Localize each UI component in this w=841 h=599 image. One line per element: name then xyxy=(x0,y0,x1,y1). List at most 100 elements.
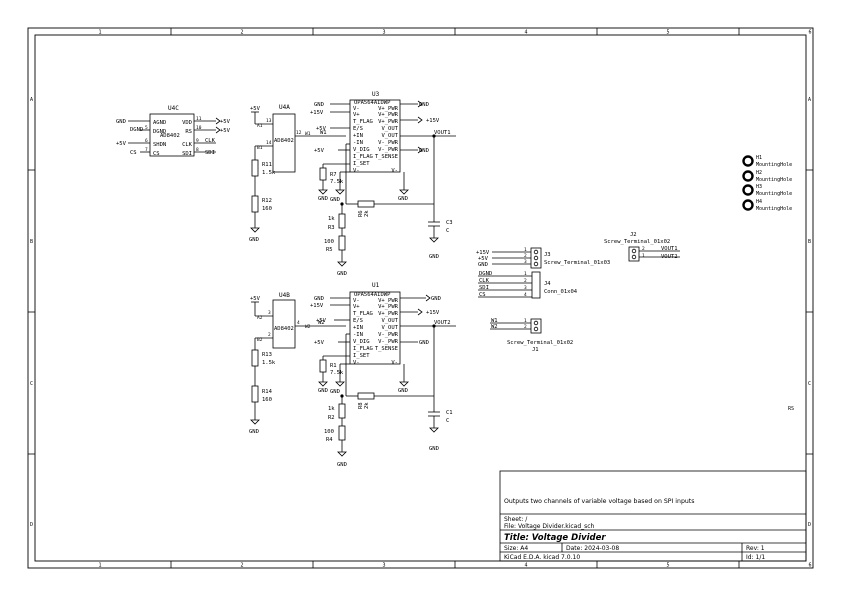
u3-pin-i-set: I_SET xyxy=(353,161,370,167)
u3-pin-minus-in: -IN xyxy=(353,140,363,146)
r6-value: 2k xyxy=(364,210,370,217)
r4-ref: R4 xyxy=(326,437,333,443)
h3-value: MountingHole xyxy=(756,191,792,197)
frame-col-6-bottom: 6 xyxy=(808,563,811,569)
j4-symbol xyxy=(478,271,541,299)
u3-pin-vout-1: V_OUT xyxy=(381,126,398,132)
u3-net-15v-right: +15V xyxy=(426,118,440,124)
r11-ref: R11 xyxy=(262,162,272,168)
h3-ref: H3 xyxy=(756,184,762,190)
j4-pin-4: 4 xyxy=(524,292,527,298)
u4c-pin-clk: CLK xyxy=(182,142,193,148)
r8-value: 2k xyxy=(364,402,370,409)
mounting-hole-h1 xyxy=(742,155,754,167)
u4a-pin-a: A1 xyxy=(257,123,263,129)
u4c-pin-num-dgnd: 5 xyxy=(145,125,148,131)
u1-pin-i-set: I_SET xyxy=(353,353,370,359)
u4c-pin-num-rs: 10 xyxy=(196,125,202,131)
u1-net-vout2: VOUT2 xyxy=(434,320,451,326)
u1-net-15v-right: +15V xyxy=(426,310,440,316)
u1-pin-i-flag: I_FLAG xyxy=(353,346,373,352)
j2-value: Screw_Terminal_01x02 xyxy=(604,239,670,245)
u1-pin-vpwr-1: V+_PWR xyxy=(378,298,399,304)
u4c-pin-num-shdn: 6 xyxy=(145,138,148,144)
u1-pin-v-minus-1: V- xyxy=(353,298,360,304)
u4a-num-b: 14 xyxy=(266,140,272,146)
u3-pin-vmpwr-1: V-_PWR xyxy=(378,140,399,146)
u3-net-gnd: GND xyxy=(314,102,324,108)
r3-ref: R3 xyxy=(328,225,335,231)
u1-pin-t-flag: T_FLAG xyxy=(353,311,373,317)
u1-pin-t-sense: T_SENSE xyxy=(375,346,398,352)
r13-value: 1.5k xyxy=(262,360,276,366)
u3-ref: U3 xyxy=(372,91,380,98)
u4b-pin-a: A2 xyxy=(257,315,263,321)
u1-value: OPA564AIDWP xyxy=(354,292,391,298)
j3-value: Screw_Terminal_01x03 xyxy=(544,260,610,266)
u4c-net-sdi: SDI xyxy=(205,150,215,156)
frame-col-5-top: 5 xyxy=(666,30,669,36)
u4a-num-w: 12 xyxy=(296,130,302,136)
u4b-net-gnd: GND xyxy=(249,429,259,435)
mounting-hole-h2 xyxy=(742,170,754,182)
c3-ref: C3 xyxy=(446,220,453,226)
frame-col-2-top: 2 xyxy=(240,30,243,36)
r5-ref: R5 xyxy=(326,247,333,253)
u4c-pin-vdd: VDD xyxy=(182,120,192,126)
j1-ref: J1 xyxy=(532,347,539,353)
u1-pin-v-dig: V_DIG xyxy=(353,339,370,345)
u1-net-5v-dig: +5V xyxy=(314,340,325,346)
h4-value: MountingHole xyxy=(756,206,792,212)
u3-pin-vmpwr-2: V-_PWR xyxy=(378,147,399,153)
j4-pin-3: 3 xyxy=(524,285,527,291)
loose-net-label-rs: RS xyxy=(788,406,794,412)
u3-net-5v: +5V xyxy=(316,126,327,132)
frame-col-4-bottom: 4 xyxy=(524,563,527,569)
u1-pin-v-minus-r: V- xyxy=(391,360,398,366)
u3-symbol xyxy=(318,99,456,267)
u1-net-15v: +15V xyxy=(310,303,324,309)
frame-col-1-bottom: 1 xyxy=(98,563,101,569)
r12-ref: R12 xyxy=(262,198,272,204)
u3-pin-v-minus-r: V- xyxy=(391,168,398,174)
u1-pin-vpwr-3: V+_PWR xyxy=(378,311,399,317)
u1-pin-vpwr-2: V+_PWR xyxy=(378,304,399,310)
frame-row-c-left: C xyxy=(30,381,33,387)
u1-net-gnd-right-2: GND xyxy=(419,340,429,346)
u3-pin-vout-2: V_OUT xyxy=(381,133,398,139)
u4b-value: AD8402 xyxy=(274,326,294,332)
u4c-pin-rs: RS xyxy=(185,129,192,135)
title-block-description: Outputs two channels of variable voltage… xyxy=(504,498,694,505)
title-block-date: Date: 2024-03-08 xyxy=(566,545,619,552)
u4b-num-b: 2 xyxy=(268,332,271,338)
mounting-hole-h4 xyxy=(742,199,754,211)
r14-ref: R14 xyxy=(262,389,273,395)
frame-row-c-right: C xyxy=(808,381,811,387)
j2-pin-1: 1 xyxy=(642,253,645,259)
u3-gnd-sense: GND xyxy=(398,196,408,202)
h2-ref: H2 xyxy=(756,170,762,176)
u3-pin-v-minus-1: V- xyxy=(353,106,360,112)
u4c-pin-num-vdd: 11 xyxy=(196,116,202,122)
c3-value: C xyxy=(446,228,449,234)
r7-value: 7.5k xyxy=(330,179,344,185)
u4a-net-w: W1 xyxy=(320,130,327,136)
u4b-net-5v: +5V xyxy=(250,296,261,302)
u4a-ref: U4A xyxy=(279,104,290,111)
j1-net-w1: W1 xyxy=(491,318,498,324)
h1-value: MountingHole xyxy=(756,162,792,168)
u3-net-gnd-right: GND xyxy=(419,102,429,108)
u3-gnd-vminus: GND xyxy=(330,197,340,203)
u4a-num-a: 13 xyxy=(266,118,272,124)
frame-row-a-right: A xyxy=(808,97,811,103)
u4c-value: AD8402 xyxy=(160,133,180,139)
j1-value: Screw_Terminal_01x02 xyxy=(507,340,573,346)
u3-gnd-c3: GND xyxy=(429,254,439,260)
u1-net-gnd-right: GND xyxy=(431,296,441,302)
u4c-net-clk: CLK xyxy=(205,138,216,144)
frame-col-2-bottom: 2 xyxy=(240,563,243,569)
u1-pin-vout-2: V_OUT xyxy=(381,325,398,331)
frame-col-1-top: 1 xyxy=(98,30,101,36)
u3-net-15v: +15V xyxy=(310,110,324,116)
u1-pin-vmpwr-1: V-_PWR xyxy=(378,332,399,338)
